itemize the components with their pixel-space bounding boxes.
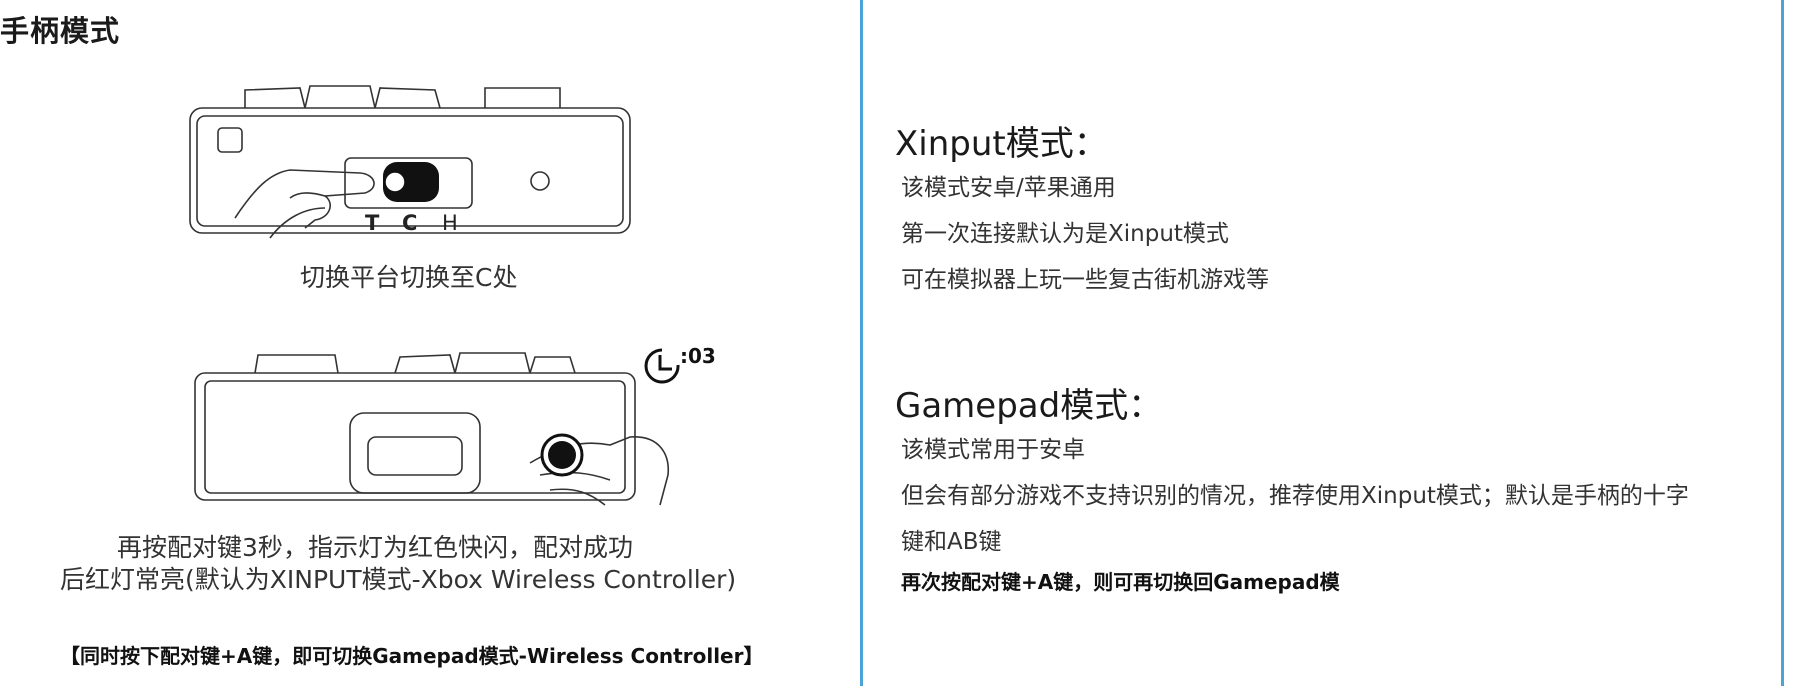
switch-gamepad-note: 【同时按下配对键+A键，即可切换Gamepad模式-Wireless Contr… [60, 644, 764, 668]
switch-label-h: H [442, 211, 458, 235]
gamepad-heading: Gamepad模式： [895, 386, 1163, 426]
gamepad-line: 但会有部分游戏不支持识别的情况，推荐使用Xinput模式；默认是手柄的十字 [901, 483, 1689, 509]
timer-icon [644, 348, 680, 384]
figure2-caption-line2: 后红灯常亮(默认为XINPUT模式-Xbox Wireless Controll… [60, 565, 737, 594]
xinput-line: 可在模拟器上玩一些复古街机游戏等 [901, 267, 1269, 293]
controller-top-illustration: T C H [189, 85, 631, 239]
controller-front-illustration: :03 [194, 345, 716, 506]
mode-info-panel: Xinput模式： 该模式安卓/苹果通用 第一次连接默认为是Xinput模式 可… [860, 0, 1784, 686]
switch-label-c: C [402, 211, 417, 235]
xinput-line: 该模式安卓/苹果通用 [901, 175, 1116, 201]
figure1-caption: 切换平台切换至C处 [300, 263, 518, 292]
gamepad-line: 键和AB键 [901, 529, 1002, 555]
xinput-heading: Xinput模式： [895, 124, 1108, 164]
switch-label-t: T [365, 211, 380, 235]
figure2-caption-line1: 再按配对键3秒，指示灯为红色快闪，配对成功 [117, 533, 633, 562]
gamepad-bold-note: 再次按配对键+A键，则可再切换回Gamepad模 [901, 570, 1340, 594]
gamepad-line: 该模式常用于安卓 [901, 437, 1085, 463]
page-title: 手柄模式 [0, 14, 121, 48]
timer-label: :03 [680, 345, 716, 368]
xinput-line: 第一次连接默认为是Xinput模式 [901, 221, 1229, 247]
